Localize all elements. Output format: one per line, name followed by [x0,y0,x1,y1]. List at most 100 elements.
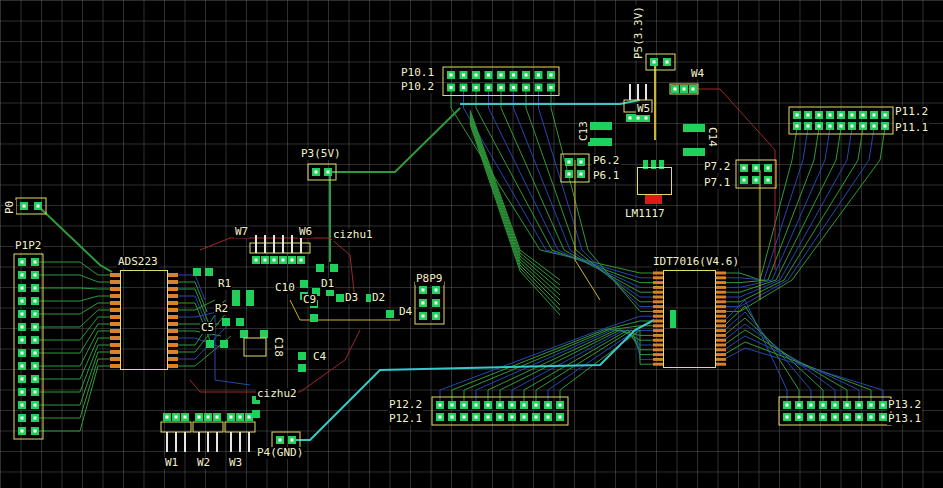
chip-pin [110,273,120,277]
chip-pin [168,301,178,305]
drill-hole [34,365,37,368]
drill-hole [291,259,294,262]
smd-pad [588,122,612,130]
silkscreen-label: P10.2 [400,81,435,93]
drill-hole [166,416,169,419]
pad [18,375,26,383]
drill-hole [882,416,885,419]
silkscreen-label: W2 [196,457,211,469]
silkscreen-label: C4 [312,351,327,363]
drill-hole [230,416,233,419]
drill-hole [858,404,861,407]
jumper-pin [198,432,200,452]
drill-hole [807,114,810,117]
drill-hole [829,114,832,117]
chip-pin [653,363,663,366]
chip-pin [110,364,120,368]
pad [448,413,456,421]
smd-pad [316,264,324,272]
chip-pin [653,358,663,361]
chip-pin [653,353,663,356]
silkscreen-outline [432,397,568,425]
pad [20,202,28,210]
copper-trace [200,238,355,300]
chip-pin [716,305,726,308]
jumper-pin [282,235,284,253]
pad [484,413,492,421]
drill-hole [755,179,758,182]
drill-hole [822,404,825,407]
copper-trace [724,342,871,402]
drill-hole [422,302,425,305]
drill-hole [21,313,24,316]
chip-pin [716,272,726,275]
drill-hole [525,74,528,77]
drill-hole [462,86,465,89]
chip-pin [716,329,726,332]
pad [510,71,518,79]
pad [508,413,516,421]
pad [795,413,803,421]
pad [436,413,444,421]
drill-hole [535,404,538,407]
pad [855,413,863,421]
pad [18,297,26,305]
chip-pin [110,329,120,333]
chip-pin [168,329,178,333]
chip-outline: LM1117 [637,167,672,195]
pad [31,388,39,396]
pad [848,122,856,130]
pad [634,114,642,122]
chip-pin [653,305,663,308]
drill-hole [559,416,562,419]
drill-hole [34,417,37,420]
pad [795,401,803,409]
smd-pad [683,124,705,132]
pad [522,71,530,79]
pad [31,271,39,279]
jumper-pin [629,84,631,100]
pad [31,349,39,357]
pad [252,256,260,264]
pad [460,84,468,92]
drill-hole [834,404,837,407]
chip-pin [716,281,726,284]
drill-hole [175,416,178,419]
silkscreen-label: W7 [234,226,249,238]
copper-trace [176,336,231,366]
pad [18,310,26,318]
jumper-pin [637,84,639,100]
copper-trace [470,118,560,300]
drill-hole [500,74,503,77]
chip-pin [653,315,663,318]
pad [31,427,39,435]
drill-hole [451,404,454,407]
drill-hole [487,404,490,407]
drill-hole [796,125,799,128]
jumper-pin [239,432,241,452]
chip-pin [110,343,120,347]
drill-hole [559,404,562,407]
silkscreen-outline [244,338,266,356]
drill-hole [21,352,24,355]
drill-hole [807,125,810,128]
pad [18,284,26,292]
silkscreen-label: P13.2 [887,399,922,411]
drill-hole [475,86,478,89]
silkscreen-label: P7.1 [703,177,732,189]
drill-hole [439,416,442,419]
pad [520,413,528,421]
pad [496,413,504,421]
drill-hole [279,439,282,442]
drill-hole [207,416,210,419]
drill-hole [451,416,454,419]
silkscreen-outline [272,432,300,448]
smd-pad [336,294,344,302]
jumper-pin [255,235,257,253]
pad [432,312,440,320]
silkscreen-outline [415,282,444,324]
pad [261,256,269,264]
copper-trace [470,124,560,315]
copper-trace [724,128,852,297]
pad [565,158,573,166]
